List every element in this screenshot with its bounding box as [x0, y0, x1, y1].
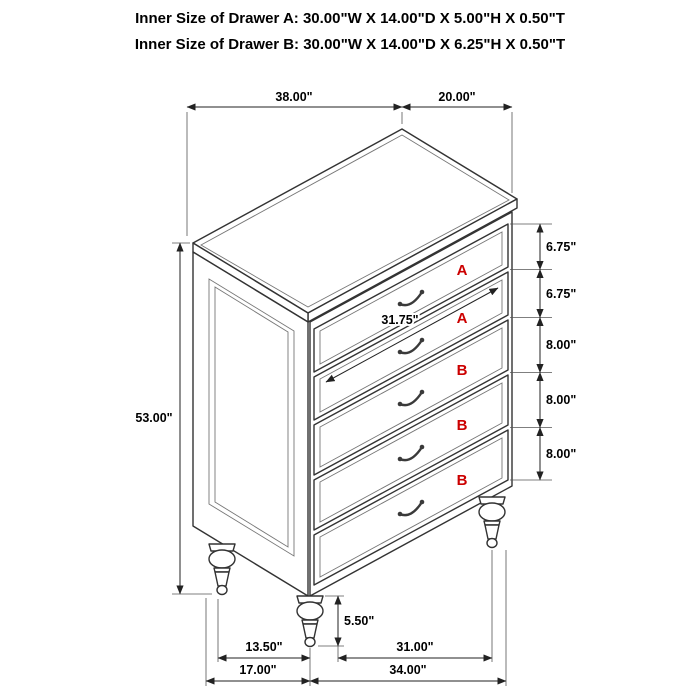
drawer-3-handle-icon [397, 389, 425, 407]
dim-overall-height-label: 53.00" [135, 411, 172, 425]
leg-back-left-foot [216, 584, 228, 596]
dim-drawer3-height-label: 8.00" [546, 338, 576, 352]
leg-back-left-taper [214, 571, 230, 587]
dim-top-width-label: 38.00" [275, 90, 312, 104]
dim-leg-height-label: 5.50" [344, 614, 374, 628]
drawer-size-header: Inner Size of Drawer A: 30.00"W X 14.00"… [0, 6, 700, 58]
dim-drawer5-height-label: 8.00" [546, 447, 576, 461]
drawer-4-bevel [319, 382, 503, 523]
leg-front-left-bulb [296, 601, 324, 621]
drawer-5: B [313, 429, 509, 586]
dim-leg-height: 5.50" [318, 595, 374, 662]
dim-line [325, 287, 499, 383]
dim-drawer-front-width-label: 31.75" [381, 313, 418, 327]
drawer-1-bevel [319, 231, 503, 365]
dimension-annotations: 38.00" 20.00" 53.00" [135, 90, 576, 686]
leg-back-left-bulb [208, 549, 236, 569]
drawer-5-front [313, 429, 509, 586]
drawer-4: B [313, 374, 509, 531]
leg-front-left [296, 595, 324, 648]
leg-front-right-foot [486, 537, 498, 549]
leg-front-left-foot [304, 636, 316, 648]
chest-top-edge-profile-line [200, 134, 510, 308]
dim-drawer-heights: 6.75" 6.75" 8.00" 8.00" 8.00" [510, 223, 576, 481]
dim-top-width: 38.00" [186, 90, 403, 236]
drawer-1-type-label: A [457, 262, 468, 279]
drawer-4-type-label: B [457, 417, 468, 434]
dim-bottom-depth-outer-label: 17.00" [239, 663, 276, 677]
leg-back-left-cap [208, 543, 236, 552]
dim-bottom-footprint: 13.50" 31.00" 17.00" 34.00" [205, 550, 507, 686]
drawer-4-front [313, 374, 509, 531]
dim-drawer-front-width: 31.75" [325, 287, 499, 383]
leg-front-left-cap [296, 595, 324, 604]
dim-drawer2-height-label: 6.75" [546, 287, 576, 301]
dim-bottom-width-inner-label: 31.00" [396, 640, 433, 654]
drawer-2-type-label: A [457, 310, 468, 327]
chest-side-panel-inset [208, 278, 295, 557]
drawer-b-size-text: Inner Size of Drawer B: 30.00"W X 14.00"… [134, 36, 566, 53]
drawer-5-handle-icon [397, 499, 425, 517]
dim-bottom-width-outer-label: 34.00" [389, 663, 426, 677]
leg-front-right [478, 496, 506, 549]
leg-front-right-taper [484, 524, 500, 540]
drawer-5-bevel [319, 437, 503, 578]
chest-side-panel-inset-inner [214, 286, 289, 548]
drawer-5-type-label: B [457, 472, 468, 489]
drawer-4-handle-icon [397, 444, 425, 462]
dim-top-depth: 20.00" [401, 90, 513, 193]
chest-drawing: A A [192, 128, 518, 648]
dim-drawer1-height-label: 6.75" [546, 240, 576, 254]
drawer-a-size-text: Inner Size of Drawer A: 30.00"W X 14.00"… [135, 10, 565, 27]
leg-front-left-taper [302, 623, 318, 639]
leg-front-right-bulb [478, 502, 506, 522]
dim-top-depth-label: 20.00" [438, 90, 475, 104]
dim-bottom-depth-inner-label: 13.50" [245, 640, 282, 654]
dim-drawer4-height-label: 8.00" [546, 393, 576, 407]
drawer-3-type-label: B [457, 362, 468, 379]
leg-back-left [208, 543, 236, 596]
dim-overall-height: 53.00" [135, 242, 212, 595]
leg-front-right-cap [478, 496, 506, 505]
